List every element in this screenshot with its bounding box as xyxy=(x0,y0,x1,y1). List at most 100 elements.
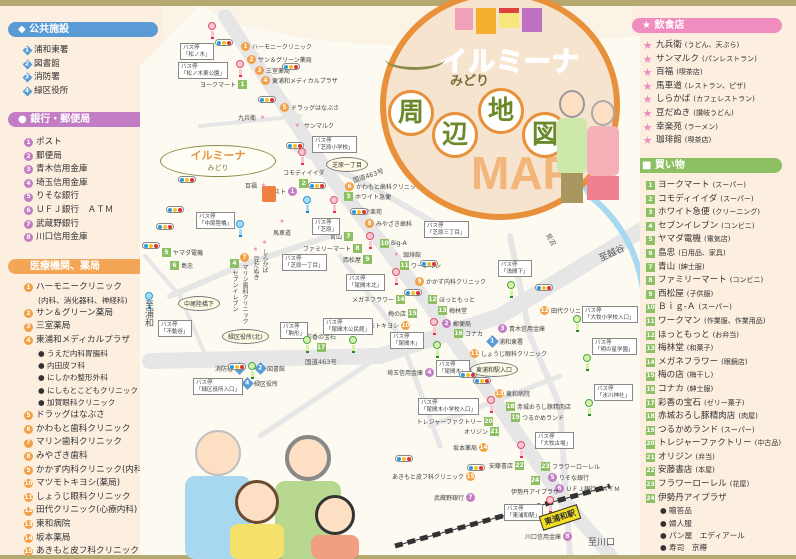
restaurant-list-item[interactable]: ★馬車道(レストラン、ピザ) xyxy=(642,80,757,94)
bus-stop-label[interactable]: バス停「明の星学園」 xyxy=(592,338,637,355)
map-marker-food[interactable]: 九兵衛★ xyxy=(238,113,267,122)
restaurant-list-item[interactable]: ★百福(喫茶店) xyxy=(642,66,757,80)
map-marker-food[interactable]: ★馬車道 xyxy=(273,217,291,237)
map-marker-pub[interactable]: 消防署3 xyxy=(215,362,246,375)
map-marker-food[interactable]: 百福★ xyxy=(245,181,268,190)
bus-stop-label[interactable]: バス停「大牧古場」 xyxy=(535,432,575,449)
bus-stop-label[interactable]: バス停「東浦和駅」 xyxy=(504,504,544,521)
map-marker-food[interactable]: ★しらかば xyxy=(260,238,269,273)
restaurant-list-item[interactable]: ★幸楽苑(ラーメン) xyxy=(642,121,757,135)
bus-stop-label[interactable]: バス停「尾間木北」 xyxy=(346,274,386,291)
bus-stop-label[interactable]: バス停「芝原小学校」 xyxy=(312,136,357,153)
restaurant-list-item[interactable]: ★豆だぬき(讃岐うどん) xyxy=(642,107,757,121)
map-marker-food[interactable]: ★豆だぬき xyxy=(251,245,260,280)
restaurant-list-item[interactable]: ★サンマルク(パンレストラン) xyxy=(642,53,757,67)
bus-stop-label[interactable]: バス停「尾間木」 xyxy=(390,332,424,349)
bus-stop-label[interactable]: バス停「尾間木公民館」 xyxy=(323,318,374,335)
bus-stop-label[interactable]: バス停「緑区役所入口」 xyxy=(193,378,244,395)
restaurant-list-item[interactable]: ★九兵衛(うどん、天ぷら) xyxy=(642,39,757,53)
bus-stop-label[interactable]: バス停「松ノ木東公園」 xyxy=(178,62,229,79)
bus-stop-label[interactable]: バス停「芝原」 xyxy=(312,218,341,235)
bus-stop-label[interactable]: バス停「芝原一丁目」 xyxy=(282,254,327,271)
bus-stop-label[interactable]: バス停「氷川神社」 xyxy=(594,384,634,401)
bus-stop-label[interactable]: バス停「松ノ木」 xyxy=(180,43,214,60)
bus-stop-label[interactable]: バス停「尾間木小学校入口」 xyxy=(418,398,480,415)
map-marker-food[interactable]: ★珈琲館 xyxy=(392,250,421,259)
